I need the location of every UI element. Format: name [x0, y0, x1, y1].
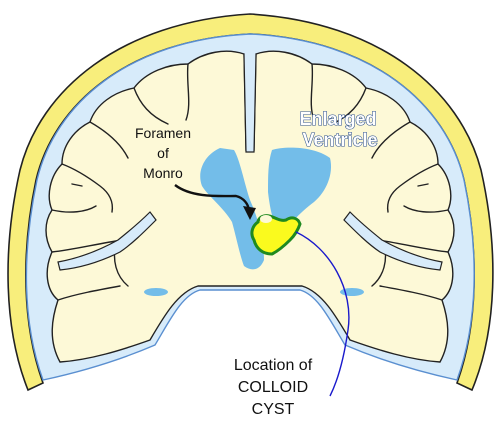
temporal-horn-left: [144, 288, 168, 296]
foramen-of-monro-opening: [260, 215, 272, 223]
longitudinal-fissure: [244, 54, 256, 152]
ventricle-label-line1: Enlarged: [299, 109, 376, 129]
foramen-label-line3: Monro: [143, 165, 183, 181]
foramen-label-line1: Foramen: [135, 125, 191, 141]
temporal-horn-right: [340, 288, 364, 296]
cyst-label-line3: CYST: [252, 401, 295, 418]
foramen-label-line2: of: [157, 145, 169, 161]
cyst-label-line1: Location of: [234, 357, 313, 374]
ventricle-label-line2: Ventricle: [302, 130, 377, 150]
cyst-label-line2: COLLOID: [238, 379, 308, 396]
